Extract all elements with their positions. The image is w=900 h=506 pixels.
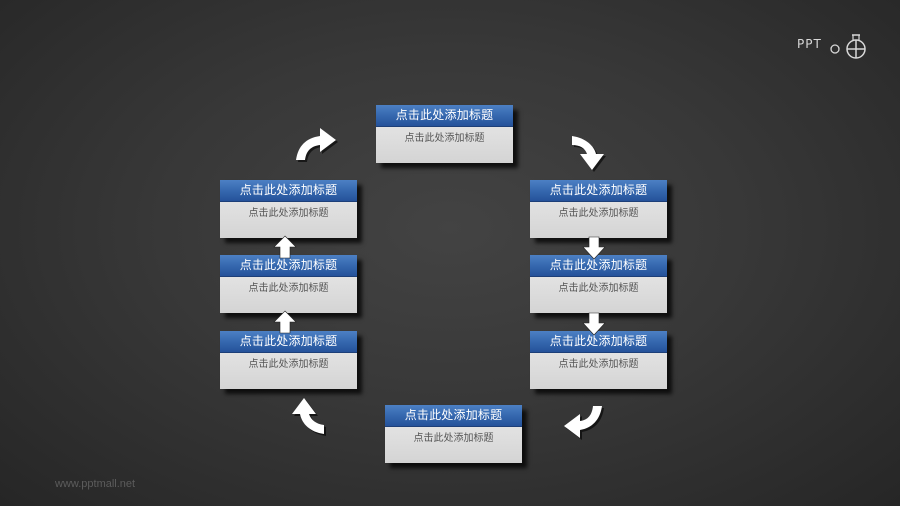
logo-text: PPT	[797, 37, 822, 51]
box-body[interactable]: 点击此处添加标题	[220, 202, 357, 238]
box-body[interactable]: 点击此处添加标题	[530, 202, 667, 238]
curved-arrow-icon	[292, 398, 326, 436]
arrow-up-icon	[273, 310, 297, 334]
box-title[interactable]: 点击此处添加标题	[385, 405, 522, 427]
stopwatch-cross-icon	[830, 34, 866, 59]
curved-arrow-icon	[572, 136, 606, 172]
box-body[interactable]: 点击此处添加标题	[385, 427, 522, 463]
box-title[interactable]: 点击此处添加标题	[530, 255, 667, 277]
box-title[interactable]: 点击此处添加标题	[220, 180, 357, 202]
box-title[interactable]: 点击此处添加标题	[376, 105, 513, 127]
box-body[interactable]: 点击此处添加标题	[220, 353, 357, 389]
footer-url: www.pptmall.net	[55, 478, 136, 490]
curved-arrow-icon	[564, 406, 604, 440]
box-body[interactable]: 点击此处添加标题	[530, 353, 667, 389]
box-title[interactable]: 点击此处添加标题	[530, 180, 667, 202]
arrow-down-icon	[582, 312, 606, 336]
box-title[interactable]: 点击此处添加标题	[530, 331, 667, 353]
curved-arrow-icon	[296, 128, 338, 162]
cycle-box-right-2[interactable]: 点击此处添加标题 点击此处添加标题	[530, 255, 667, 313]
arrow-down-icon	[582, 236, 606, 260]
box-title[interactable]: 点击此处添加标题	[220, 331, 357, 353]
box-body[interactable]: 点击此处添加标题	[220, 277, 357, 313]
box-body[interactable]: 点击此处添加标题	[376, 127, 513, 163]
arrow-up-icon	[273, 235, 297, 259]
box-body[interactable]: 点击此处添加标题	[530, 277, 667, 313]
cycle-box-bottom[interactable]: 点击此处添加标题 点击此处添加标题	[385, 405, 522, 463]
box-title[interactable]: 点击此处添加标题	[220, 255, 357, 277]
cycle-box-right-1[interactable]: 点击此处添加标题 点击此处添加标题	[530, 180, 667, 238]
cycle-box-top[interactable]: 点击此处添加标题 点击此处添加标题	[376, 105, 513, 163]
cycle-box-left-1[interactable]: 点击此处添加标题 点击此处添加标题	[220, 180, 357, 238]
cycle-box-left-3[interactable]: 点击此处添加标题 点击此处添加标题	[220, 331, 357, 389]
cycle-box-left-2[interactable]: 点击此处添加标题 点击此处添加标题	[220, 255, 357, 313]
cycle-box-right-3[interactable]: 点击此处添加标题 点击此处添加标题	[530, 331, 667, 389]
